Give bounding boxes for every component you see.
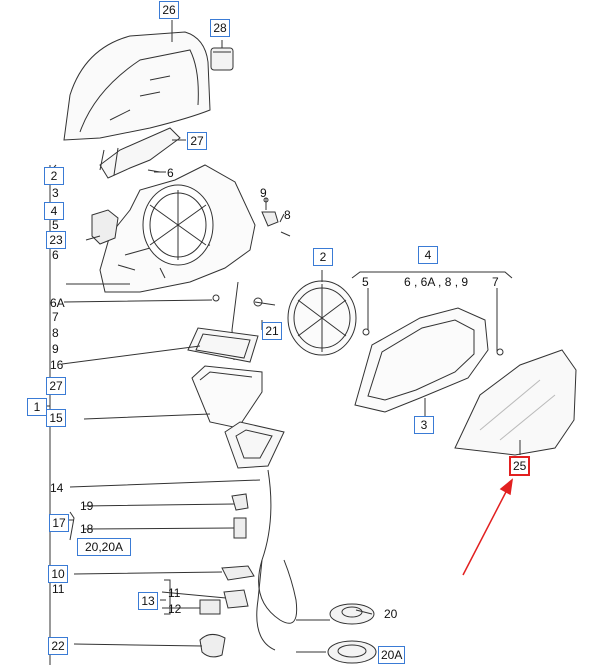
label-8-left: 8 xyxy=(52,326,59,340)
callout-13[interactable]: 13 xyxy=(138,592,158,610)
label-6A-left: 6A xyxy=(50,296,65,310)
small-motor xyxy=(91,209,119,245)
label-3-left: 3 xyxy=(52,186,59,200)
callout-1[interactable]: 1 xyxy=(27,398,47,416)
mirror-cap xyxy=(63,31,211,141)
label-7-left: 7 xyxy=(52,310,59,324)
callout-28[interactable]: 28 xyxy=(210,19,230,37)
callout-27[interactable]: 27 xyxy=(187,132,207,150)
callout-2-left[interactable]: 2 xyxy=(44,167,64,185)
mirror-glass xyxy=(454,349,577,456)
callout-2[interactable]: 2 xyxy=(313,248,333,266)
callout-22[interactable]: 22 xyxy=(48,637,68,655)
label-5-left: 5 xyxy=(52,218,59,232)
callout-25-highlighted[interactable]: 25 xyxy=(509,456,531,476)
label-19: 19 xyxy=(80,499,94,513)
label-5: 5 xyxy=(362,275,369,289)
callout-4[interactable]: 4 xyxy=(418,246,438,264)
housing-seal xyxy=(191,365,263,429)
callout-15[interactable]: 15 xyxy=(46,409,66,427)
pointer-arrow xyxy=(462,478,514,576)
label-7: 7 xyxy=(492,275,499,289)
label-11: 11 xyxy=(168,586,181,600)
bracket xyxy=(99,127,181,179)
label-6-group: 6 , 6A , 8 , 9 xyxy=(404,275,469,289)
label-8: 8 xyxy=(284,208,291,222)
label-9-left: 9 xyxy=(52,342,59,356)
callout-4-left[interactable]: 4 xyxy=(44,202,64,220)
callout-21[interactable]: 21 xyxy=(262,322,282,340)
label-6-left: 6 xyxy=(52,248,59,262)
mirror-carrier xyxy=(354,307,489,413)
callout-20-20A[interactable]: 20,20A xyxy=(77,538,131,556)
label-9: 9 xyxy=(260,186,267,200)
callout-17[interactable]: 17 xyxy=(49,514,69,532)
callout-26[interactable]: 26 xyxy=(159,1,179,19)
grommet-20 xyxy=(329,603,375,625)
callout-3[interactable]: 3 xyxy=(414,416,434,434)
callout-10[interactable]: 10 xyxy=(48,565,68,583)
callout-27-left[interactable]: 27 xyxy=(46,377,66,395)
label-20: 20 xyxy=(384,607,398,621)
cap-clip xyxy=(210,47,234,71)
label-12: 12 xyxy=(168,602,182,616)
label-18: 18 xyxy=(80,522,94,536)
callout-23[interactable]: 23 xyxy=(46,231,66,249)
label-14: 14 xyxy=(50,481,64,495)
callout-20A[interactable]: 20A xyxy=(378,646,406,664)
seal xyxy=(187,327,259,363)
label-11-left: 11 xyxy=(52,582,65,596)
grommet-20A xyxy=(327,640,377,664)
label-6-screw: 6 xyxy=(167,166,174,180)
label-16: 16 xyxy=(50,358,64,372)
